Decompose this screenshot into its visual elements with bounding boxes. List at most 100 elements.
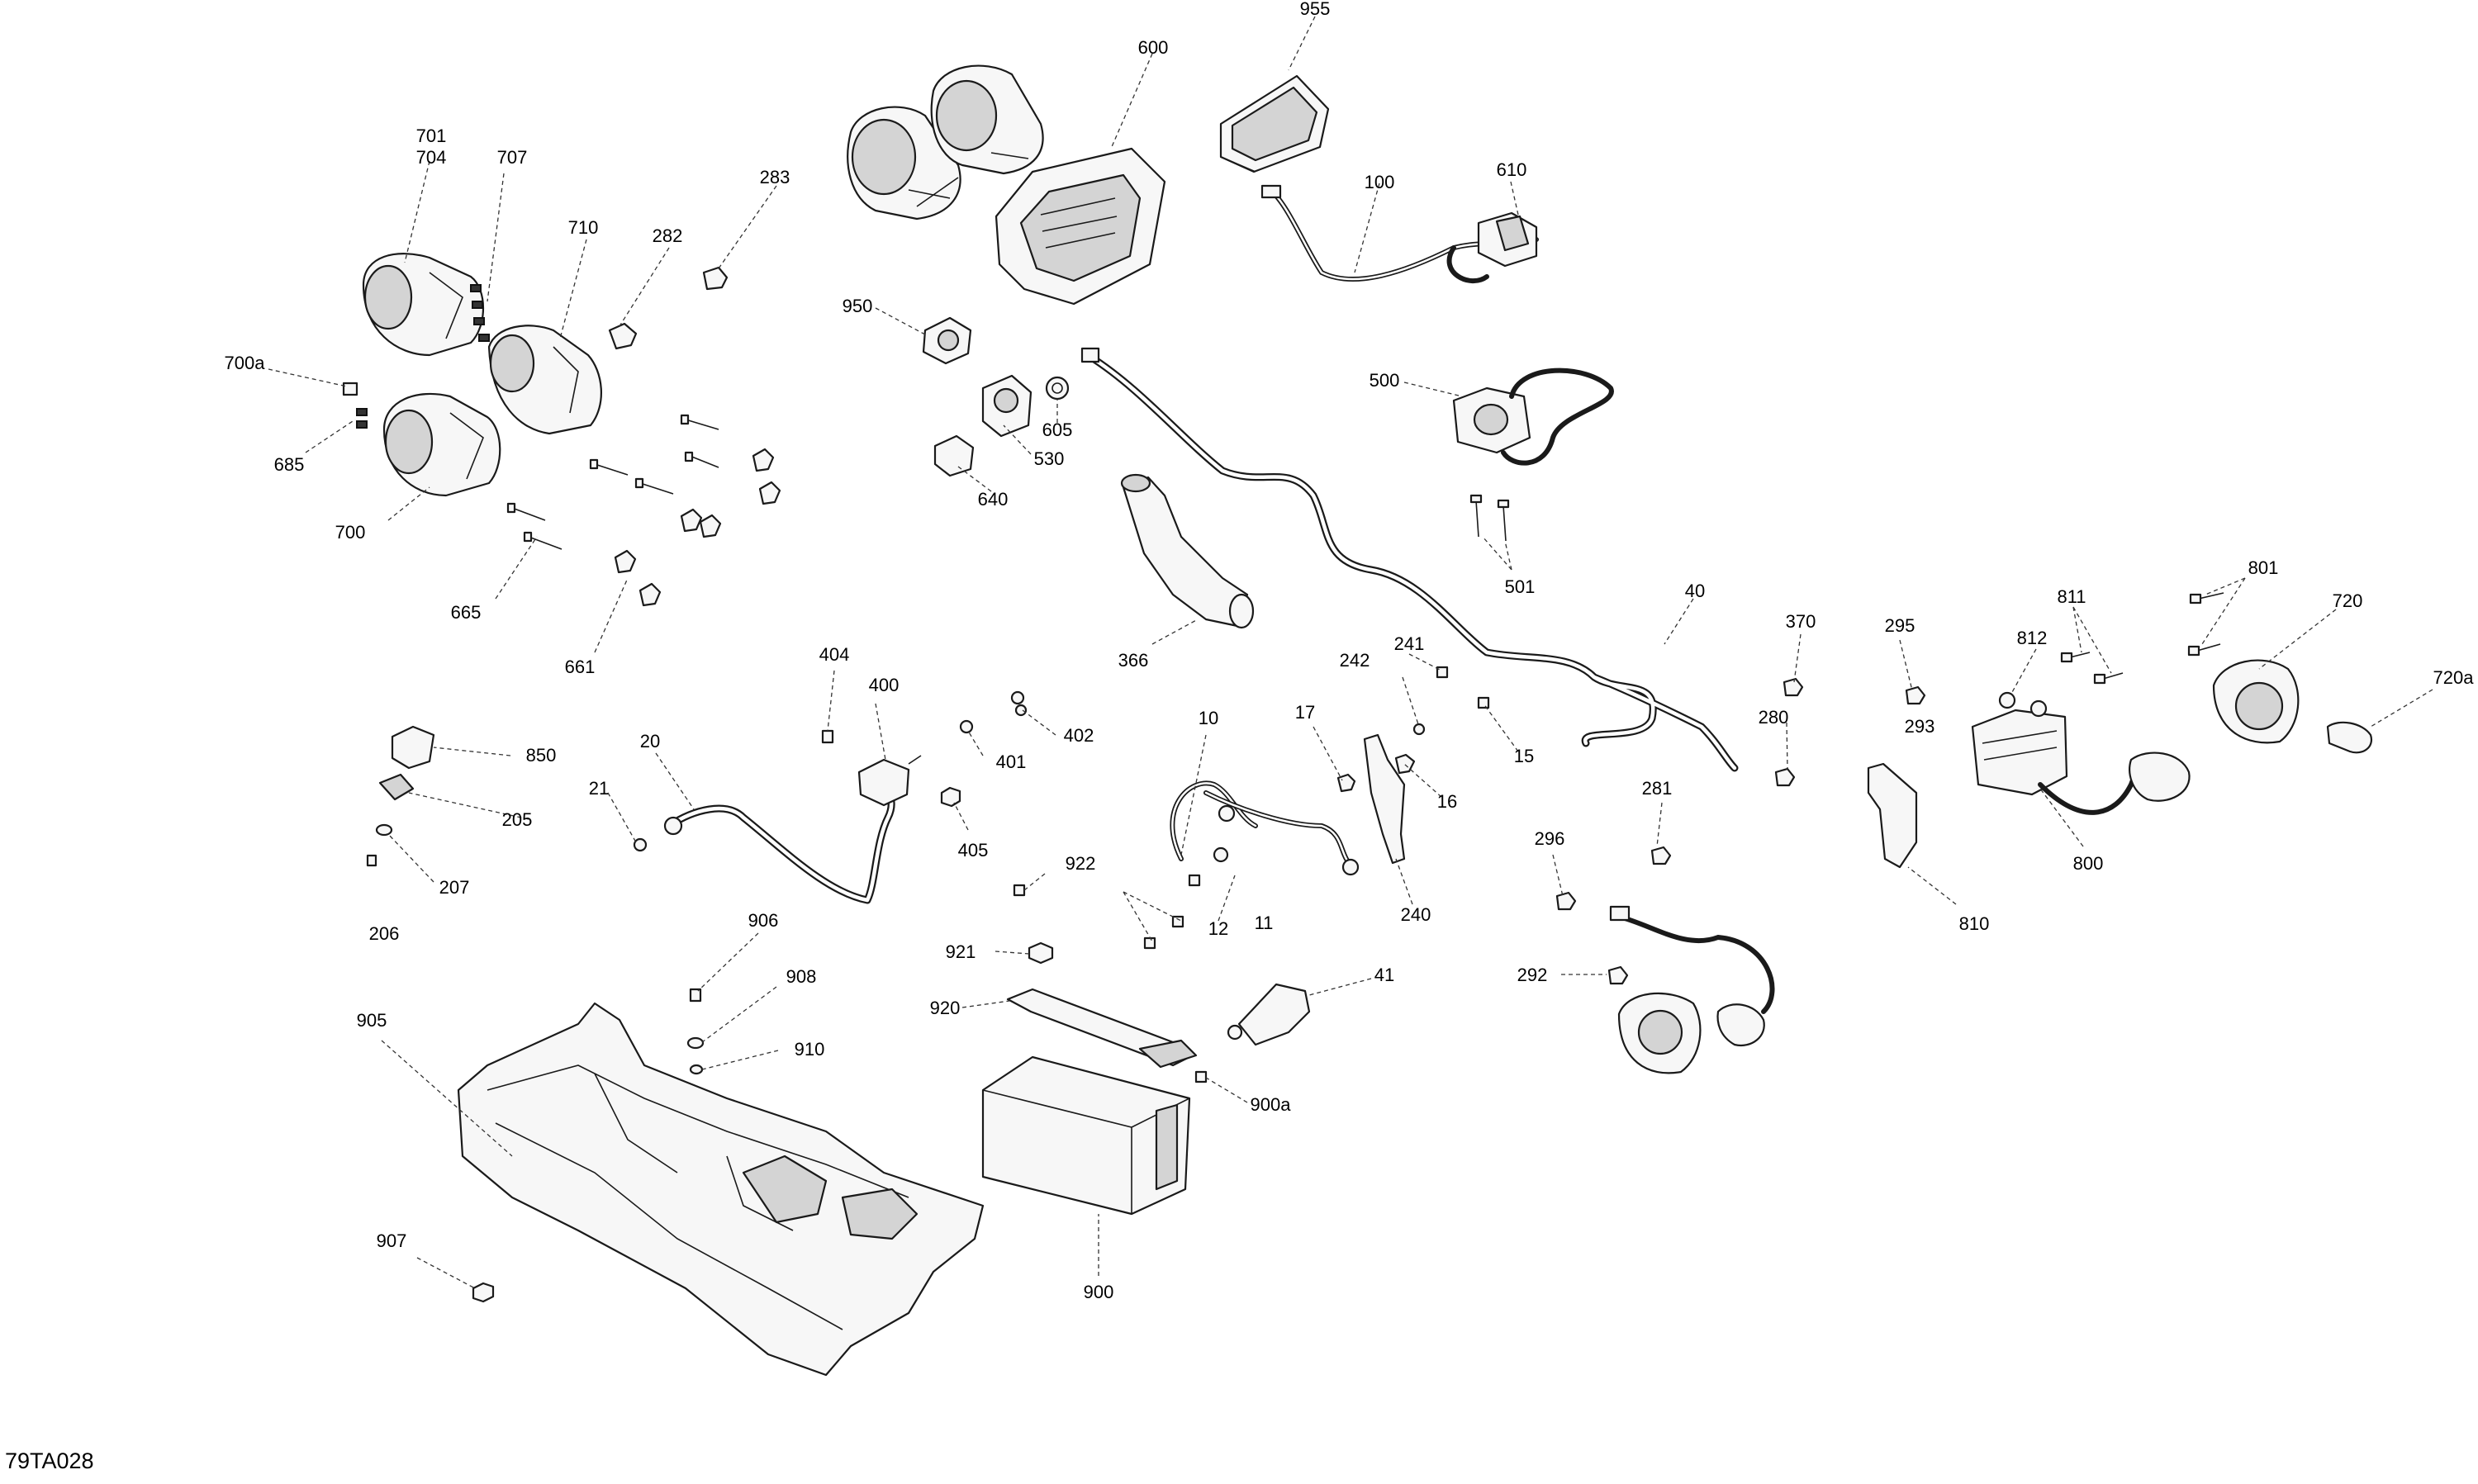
fasteners-15-16-17-241-242	[1336, 666, 1490, 793]
headlight-upper	[362, 253, 485, 357]
callout-10: 10	[1199, 708, 1218, 728]
callout-295: 295	[1885, 615, 1915, 636]
callout-810: 810	[1959, 913, 1990, 934]
tray-905	[457, 1002, 985, 1377]
strap-920	[1006, 988, 1198, 1069]
gauge-left	[847, 106, 961, 220]
gauge-cluster	[995, 147, 1166, 306]
light-720	[2212, 659, 2300, 744]
callout-800: 800	[2073, 853, 2104, 874]
callout-100: 100	[1365, 172, 1395, 192]
usb-connector	[1477, 211, 1538, 268]
screws-501	[1469, 494, 1510, 542]
callout-282: 282	[653, 225, 683, 246]
aux-module-500	[1452, 367, 1614, 466]
headlight-lower	[382, 392, 501, 497]
screws-922	[1013, 884, 1184, 950]
callout-910: 910	[795, 1039, 825, 1060]
callout-605: 605	[1042, 420, 1073, 440]
headlight-module	[487, 325, 602, 435]
fastener-906-908-910	[686, 988, 705, 1075]
battery-cables-10	[1170, 780, 1360, 876]
callout-922: 922	[1066, 853, 1096, 874]
callout-401: 401	[996, 751, 1027, 772]
callout-950: 950	[843, 296, 873, 316]
leader-lines	[268, 16, 2433, 1289]
callout-404: 404	[819, 644, 850, 665]
callout-701: 701	[416, 126, 447, 146]
callout-720: 720	[2333, 590, 2363, 611]
callout-17: 17	[1295, 702, 1315, 723]
clip-205	[378, 773, 415, 801]
callout-20: 20	[640, 731, 660, 751]
nut-921	[1028, 941, 1054, 965]
washer-207	[375, 823, 393, 837]
bulb-720a	[2326, 721, 2373, 754]
callout-500: 500	[1370, 370, 1400, 391]
callout-700a: 700a	[225, 353, 266, 373]
callout-21: 21	[589, 778, 609, 799]
nuts-401-402	[959, 690, 1028, 734]
callout-40: 40	[1685, 581, 1705, 601]
screw-206	[366, 854, 377, 867]
clips-small	[1555, 677, 1926, 985]
callout-907: 907	[377, 1230, 407, 1251]
callout-402: 402	[1064, 725, 1094, 746]
air-duct-366	[1120, 473, 1255, 629]
callout-921: 921	[946, 941, 976, 962]
nut-405	[940, 786, 961, 808]
callout-11: 11	[1255, 913, 1274, 933]
screw-404	[821, 729, 834, 744]
callout-530: 530	[1034, 448, 1065, 469]
callout-366: 366	[1118, 650, 1149, 671]
clip-283	[702, 266, 729, 291]
terminal-41	[1227, 983, 1311, 1046]
relay-400	[857, 755, 922, 807]
callout-850: 850	[526, 745, 557, 766]
callout-281: 281	[1642, 778, 1673, 799]
gauge-right	[930, 64, 1044, 175]
light-292-assembly	[1609, 905, 1775, 1074]
mounting-bolts	[506, 414, 781, 607]
battery-900	[981, 1055, 1191, 1216]
callout-41: 41	[1374, 965, 1394, 985]
callout-801: 801	[2248, 557, 2279, 578]
callout-661: 661	[565, 657, 596, 677]
screws-801-811	[2060, 592, 2224, 685]
screws-11-12	[1188, 846, 1229, 887]
main-harness-40	[1080, 347, 1739, 772]
callout-240: 240	[1401, 904, 1431, 925]
callout-400: 400	[869, 675, 900, 695]
callout-293: 293	[1905, 716, 1935, 737]
bracket-810	[1867, 762, 1918, 869]
callout-640: 640	[978, 489, 1009, 510]
nuts-812	[1998, 691, 2048, 718]
callout-704: 704	[416, 147, 447, 168]
callout-206: 206	[369, 923, 400, 944]
socket-950	[922, 316, 972, 365]
socket-530	[981, 374, 1032, 438]
callout-812: 812	[2017, 628, 2048, 648]
callout-15: 15	[1514, 746, 1534, 766]
callout-955: 955	[1300, 0, 1331, 19]
callout-205: 205	[502, 809, 533, 830]
callout-292: 292	[1517, 965, 1548, 985]
callout-12: 12	[1208, 918, 1228, 939]
light-screws	[342, 284, 490, 429]
callout-501: 501	[1505, 576, 1536, 597]
screw-900a	[1194, 1070, 1208, 1083]
gps-display	[1219, 74, 1330, 173]
callout-720a: 720a	[2433, 667, 2475, 688]
callout-241: 241	[1394, 633, 1425, 654]
callout-908: 908	[786, 966, 817, 987]
nut-605	[1045, 376, 1070, 401]
callout-280: 280	[1759, 707, 1789, 728]
harness-20	[633, 768, 895, 904]
callout-905: 905	[357, 1010, 387, 1031]
control-module-800	[1971, 709, 2191, 815]
callout-700: 700	[335, 522, 366, 543]
callout-900: 900	[1084, 1282, 1114, 1302]
callout-610: 610	[1497, 159, 1527, 180]
callout-370: 370	[1786, 611, 1816, 632]
